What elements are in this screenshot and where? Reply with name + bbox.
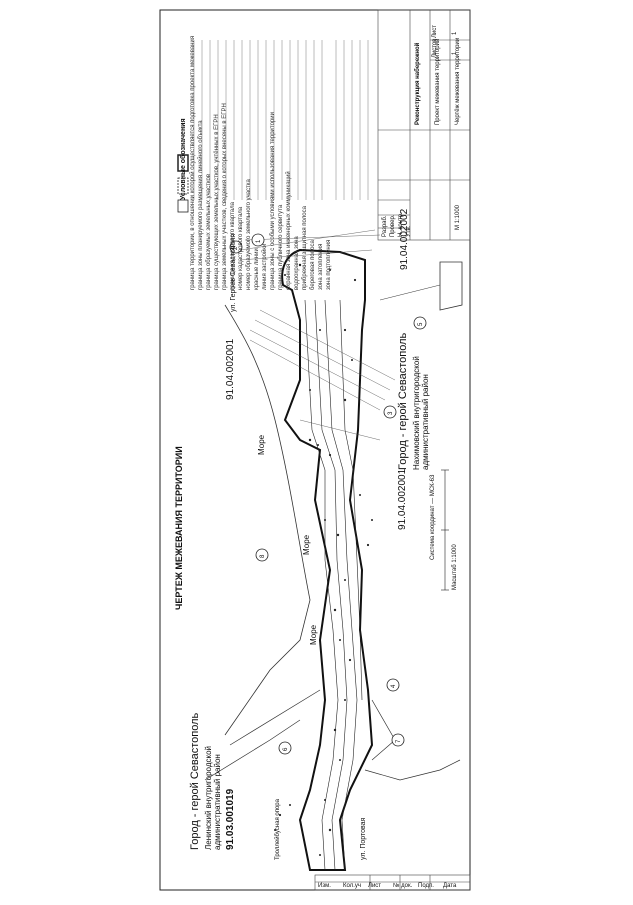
property-boundary-se bbox=[364, 759, 461, 781]
legend-lines bbox=[193, 40, 369, 200]
tb-sheets: Листов bbox=[432, 38, 438, 59]
area-city-se: Город - герой Севастополь bbox=[397, 332, 409, 470]
cadastre-label-1: 91.04.002001 bbox=[225, 338, 236, 400]
marker-4 bbox=[386, 678, 400, 692]
marker-1 bbox=[251, 233, 265, 247]
scale-bar bbox=[441, 469, 449, 591]
legend-item: красные линии bbox=[254, 248, 260, 290]
legend-item: граница зоны планируемого размещения лин… bbox=[198, 120, 204, 290]
marker-2 bbox=[229, 240, 243, 254]
tb-col-header: Дата bbox=[443, 883, 457, 889]
coord-note: Система координат — МСК-63 bbox=[430, 474, 436, 560]
legend-item: линия застройки bbox=[262, 243, 268, 290]
coast-line-3 bbox=[229, 689, 321, 746]
legend-item: прибрежная защитная полоса bbox=[302, 206, 308, 290]
legend-item: береговая полоса bbox=[310, 240, 316, 290]
legend-symbols bbox=[177, 154, 189, 213]
coast-line-2 bbox=[204, 719, 301, 781]
sea-label-3: Море bbox=[309, 624, 318, 645]
marker-label-7: 7 bbox=[396, 739, 402, 743]
marker-label-3: 3 bbox=[388, 411, 394, 415]
legend-item: граница территории, в отношении которой … bbox=[190, 35, 196, 290]
street-label-2: ул. Портовая bbox=[360, 817, 367, 860]
property-boundary-se-2 bbox=[371, 699, 396, 761]
title-block-frame bbox=[377, 9, 471, 241]
legend-item: номер образуемого земельного участка bbox=[246, 179, 252, 290]
marker-label-1: 1 bbox=[256, 239, 262, 243]
tb-sheets-no: 1 bbox=[452, 51, 458, 55]
tb-sheet: Лист bbox=[432, 24, 438, 38]
tb-sheet-no: 1 bbox=[452, 31, 458, 35]
cadastre-label-3: 91.04.002001 bbox=[397, 468, 408, 530]
corridor-boundary[interactable] bbox=[281, 248, 374, 871]
street-label-3: Троллейбусная опора bbox=[275, 799, 281, 860]
legend-item: граница публичного сервитута bbox=[278, 204, 284, 290]
legend-title: Условные обозначения bbox=[180, 118, 187, 200]
marker-label-4: 4 bbox=[391, 684, 397, 688]
tb-scale: М 1:1000 bbox=[455, 204, 461, 230]
marker-3 bbox=[383, 405, 397, 419]
legend-item: граница кадастрового квартала bbox=[230, 202, 236, 290]
tb-col-header: Изм. bbox=[318, 883, 331, 889]
legend-item: граница существующих земельных участков,… bbox=[214, 114, 220, 290]
markers bbox=[229, 233, 427, 755]
tb-project: Реконструкция набережной bbox=[415, 42, 421, 125]
marker-6 bbox=[278, 741, 292, 755]
tb-col-header: № док. bbox=[393, 883, 413, 889]
area-district-north-2: административный район bbox=[213, 754, 222, 850]
tb-role: Н. контр. bbox=[398, 212, 404, 237]
area-district-se-2: административный район bbox=[421, 374, 430, 470]
bottom-strip bbox=[314, 874, 471, 891]
tb-col-header: Лист bbox=[368, 883, 382, 889]
tb-col-header: Кол.уч bbox=[343, 883, 361, 889]
area-cadastre-north: 91.03.001019 bbox=[225, 788, 236, 850]
tb-role: Разраб. bbox=[382, 215, 388, 237]
scale-label: Масштаб 1:1000 bbox=[452, 544, 458, 590]
legend-item: граница зоны с особыми условиями использ… bbox=[270, 112, 276, 290]
sea-label-1: Море bbox=[257, 434, 266, 455]
legend-item: граница земельных участков, сведения о к… bbox=[222, 103, 228, 290]
building-outline bbox=[439, 261, 463, 311]
area-district-se-1: Нахимовский внутригородской bbox=[412, 356, 421, 470]
survey-points bbox=[274, 263, 373, 856]
tb-col-header: Подп. bbox=[418, 883, 434, 889]
legend-item: водоохранная зона bbox=[294, 236, 300, 290]
marker-8 bbox=[255, 548, 269, 562]
marker-5 bbox=[413, 316, 427, 330]
tb-role: Утв. bbox=[406, 225, 412, 237]
marker-7 bbox=[391, 733, 405, 747]
sea-label-2: Море bbox=[302, 534, 311, 555]
legend-item: охранная зона инженерных коммуникаций bbox=[286, 171, 292, 290]
survey-lines bbox=[239, 229, 396, 441]
marker-label-6: 6 bbox=[283, 747, 289, 751]
legend-item: номер кадастрового квартала bbox=[238, 206, 244, 290]
tb-role: Провер. bbox=[390, 214, 396, 237]
area-district-north-1: Ленинский внутригородской bbox=[204, 745, 213, 850]
legend-item: зона подтопления bbox=[326, 239, 332, 290]
shoreline bbox=[224, 304, 311, 736]
area-city-north: Город - герой Севастополь bbox=[189, 712, 201, 850]
drawing-title: ЧЕРТЕЖ МЕЖЕВАНИЯ ТЕРРИТОРИИ bbox=[174, 446, 184, 610]
legend-item: граница образуемых земельных участков bbox=[206, 173, 212, 290]
building-leader bbox=[379, 284, 441, 301]
marker-label-8: 8 bbox=[260, 554, 266, 558]
legend-item: зона затопления bbox=[318, 243, 324, 290]
marker-label-5: 5 bbox=[418, 322, 424, 326]
